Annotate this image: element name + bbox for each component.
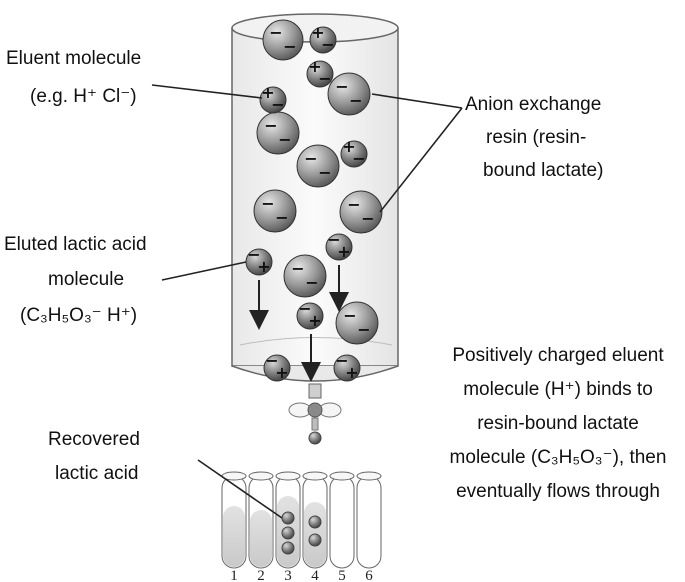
eluent-molecule: −+	[296, 299, 324, 330]
svg-text:+: +	[342, 137, 355, 156]
svg-text:−: −	[291, 259, 304, 278]
tube-2	[248, 471, 274, 569]
svg-text:−: −	[347, 195, 360, 214]
svg-text:+: +	[257, 257, 270, 276]
svg-text:+: +	[308, 311, 321, 330]
tube-numbers: 1 2 3 4 5 6	[230, 568, 373, 582]
leader-eluted	[161, 261, 247, 281]
lactic-acid-dot	[281, 511, 295, 525]
leader-eluent	[151, 84, 263, 99]
svg-text:+: +	[311, 23, 324, 42]
svg-text:−: −	[265, 351, 278, 370]
svg-text:−: −	[318, 69, 331, 88]
positive-label-line4: molecule (C₃H₅O₃⁻), then	[450, 447, 667, 468]
stopcock-valve	[288, 383, 342, 431]
svg-text:−: −	[335, 351, 348, 370]
svg-text:−: −	[304, 149, 317, 168]
tube-number: 6	[365, 568, 373, 582]
svg-text:−: −	[343, 306, 356, 325]
positive-label-line3: resin-bound lactate	[477, 413, 639, 434]
resin-bead: −−	[256, 111, 300, 155]
labels: Eluent molecule (e.g. H⁺ Cl⁻) Anion exch…	[4, 48, 666, 502]
eluent-label-line2: (e.g. H⁺ Cl⁻)	[30, 86, 137, 107]
anion-label-line3: bound lactate)	[483, 160, 603, 181]
tube-number: 3	[284, 568, 292, 582]
svg-text:−: −	[352, 149, 365, 168]
svg-text:−: −	[305, 273, 318, 292]
lactic-acid-dot	[281, 526, 295, 540]
tube-number: 5	[338, 568, 346, 582]
positive-label-line1: Positively charged eluent	[452, 345, 664, 366]
svg-text:−: −	[271, 95, 284, 114]
resin-bead: −−	[335, 301, 379, 345]
svg-text:−: −	[261, 194, 274, 213]
tube-6	[356, 471, 382, 569]
svg-text:−: −	[247, 245, 260, 264]
eluent-molecule: +−	[340, 137, 368, 168]
leader-recovered	[197, 459, 283, 519]
lactic-acid-dot	[308, 515, 322, 529]
tube-1	[221, 471, 247, 569]
svg-text:−: −	[335, 77, 348, 96]
flow-arrows	[249, 265, 349, 382]
tube-number: 4	[311, 568, 319, 582]
eluted-label-line3: (C₃H₅O₃⁻ H⁺)	[20, 305, 137, 326]
eluent-molecule: −+	[245, 245, 273, 276]
resin-bead: −−	[327, 72, 371, 116]
leader-lines	[151, 84, 463, 519]
anion-label-line1: Anion exchange	[465, 94, 601, 115]
lactic-acid-dot	[281, 541, 295, 555]
svg-text:−: −	[321, 35, 334, 54]
resin-bead: −−	[339, 190, 383, 234]
svg-text:−: −	[278, 130, 291, 149]
tube-number: 2	[257, 568, 265, 582]
leader-anion-bottom	[379, 107, 463, 213]
positive-label-line2: molecule (H⁺) binds to	[463, 379, 653, 400]
eluent-label-line1: Eluent molecule	[6, 48, 141, 69]
eluent-molecule: −+	[325, 230, 353, 261]
svg-text:+: +	[337, 242, 350, 261]
tube-number: 1	[230, 568, 238, 582]
svg-text:−: −	[269, 23, 282, 42]
resin-bead: −−	[253, 189, 297, 233]
svg-text:−: −	[298, 299, 311, 318]
resin-beads: −− −− −− −− −− −− −− −−	[253, 19, 383, 345]
eluent-molecule: +−	[309, 23, 337, 54]
lactic-acid-dot	[308, 533, 322, 547]
svg-text:−: −	[275, 208, 288, 227]
svg-text:+: +	[275, 363, 288, 382]
eluent-molecule: −+	[333, 351, 361, 382]
svg-text:+: +	[308, 57, 321, 76]
svg-text:+: +	[261, 83, 274, 102]
falling-drop	[308, 431, 322, 445]
svg-text:+: +	[345, 363, 358, 382]
recovered-label-line2: lactic acid	[55, 463, 138, 484]
svg-text:−: −	[283, 37, 296, 56]
eluent-molecule: +−	[306, 57, 334, 88]
svg-text:−: −	[264, 116, 277, 135]
tube-5	[329, 471, 355, 569]
anion-label-line2: resin (resin-	[486, 127, 586, 148]
svg-text:−: −	[318, 163, 331, 182]
svg-text:−: −	[361, 209, 374, 228]
resin-bead: −−	[262, 19, 304, 61]
recovered-label-line1: Recovered	[48, 429, 140, 450]
resin-bead: −−	[296, 144, 340, 188]
eluted-label-line1: Eluted lactic acid	[4, 234, 147, 255]
svg-text:−: −	[349, 91, 362, 110]
svg-text:−: −	[327, 230, 340, 249]
eluent-molecule: +−	[259, 83, 287, 114]
collection-tubes	[221, 471, 382, 569]
leader-anion-top	[371, 93, 463, 109]
positive-label-line5: eventually flows through	[456, 481, 660, 502]
resin-bead: −−	[283, 254, 327, 298]
tube-4	[302, 471, 328, 569]
eluent-molecules: +− +− +− +− −+ −+ −+ −+ −+	[245, 23, 368, 382]
eluent-molecule: −+	[263, 351, 291, 382]
svg-text:−: −	[357, 320, 370, 339]
eluted-label-line2: molecule	[48, 269, 124, 290]
tube-3	[275, 471, 301, 569]
